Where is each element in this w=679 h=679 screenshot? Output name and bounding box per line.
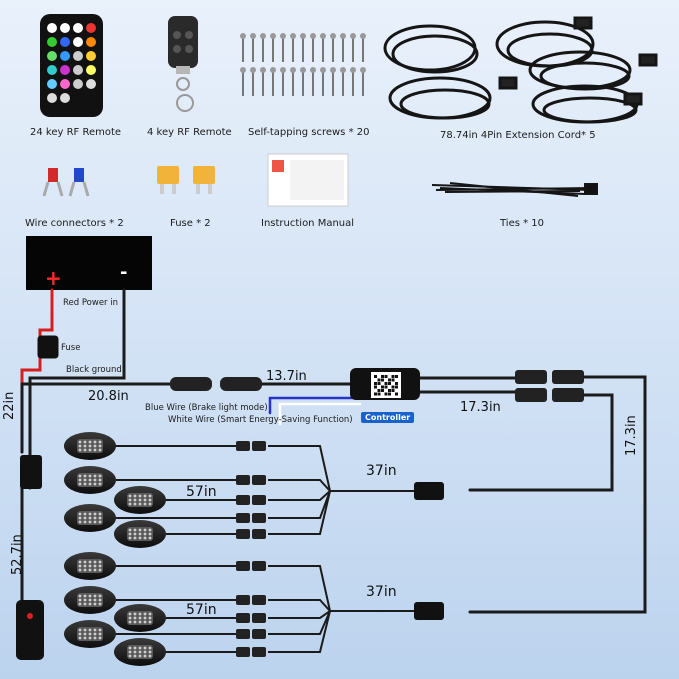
label-length-37-b: 37in [366, 584, 397, 600]
battery-plus-sign: + [45, 266, 62, 290]
label-length-13-7: 13.7in [266, 369, 307, 384]
battery-minus-sign: - [120, 262, 128, 283]
label-fuse-inline: Fuse [61, 343, 81, 353]
black-ground-wire [28, 288, 126, 454]
label-fuse: Fuse * 2 [170, 218, 211, 229]
rock-light-pod [64, 466, 414, 494]
label-length-20-8: 20.8in [88, 389, 129, 404]
label-24-key-remote: 24 key RF Remote [30, 127, 122, 138]
label-blue-wire: Blue Wire (Brake light mode) [145, 403, 268, 413]
battery-icon [26, 236, 152, 290]
rock-light-pod [114, 604, 414, 632]
rock-light-pod [64, 490, 414, 532]
label-ties: Ties * 10 [500, 218, 545, 229]
rock-light-pod [64, 586, 414, 614]
label-extension-cord: 78.74in 4Pin Extension Cord* 5 [440, 130, 596, 141]
label-white-wire: White Wire (Smart Energy-Saving Function… [168, 415, 353, 425]
wire-connectors-icon [42, 168, 90, 197]
label-length-57-a: 57in [186, 484, 217, 500]
label-length-22: 22in [2, 391, 17, 420]
distributor-a-icon [414, 482, 444, 500]
screws-icon [240, 33, 366, 96]
rock-light-pod [114, 490, 414, 548]
instruction-manual-icon [267, 153, 349, 207]
remote-4-key-icon [168, 16, 198, 112]
label-length-17-3-vertical: 17.3in [624, 415, 639, 456]
rock-lights-group [64, 432, 414, 666]
power-switch-icon [16, 600, 44, 660]
controller-icon [350, 368, 420, 400]
label-length-57-b: 57in [186, 602, 217, 618]
extension-cords-icon [383, 16, 658, 124]
label-instruction-manual: Instruction Manual [261, 218, 355, 229]
distributor-b-icon [414, 602, 444, 620]
red-power-wire [20, 288, 54, 454]
rock-light-pod [114, 610, 414, 666]
label-wire-connectors: Wire connectors * 2 [25, 218, 124, 229]
label-length-52-7: 52.7in [10, 534, 25, 575]
fuse-holder-icon [37, 335, 59, 359]
controller-tag: Controller [361, 412, 415, 423]
label-4-key-remote: 4 key RF Remote [147, 127, 232, 138]
label-red-power: Red Power in [63, 298, 119, 308]
rock-light-pod [64, 610, 414, 648]
label-screws: Self-tapping screws * 20 [248, 127, 370, 138]
remote-24-key-icon [40, 14, 103, 117]
label-length-37-a: 37in [366, 463, 397, 479]
blue-wire [268, 396, 362, 415]
fuses-icon [157, 166, 215, 194]
rock-light-pod [114, 486, 414, 514]
label-length-17-3-horizontal: 17.3in [460, 400, 501, 415]
white-wire [278, 402, 362, 426]
cable-ties-icon [431, 182, 598, 197]
inline-junction-icon [20, 455, 42, 489]
label-black-ground: Black ground [66, 365, 122, 375]
